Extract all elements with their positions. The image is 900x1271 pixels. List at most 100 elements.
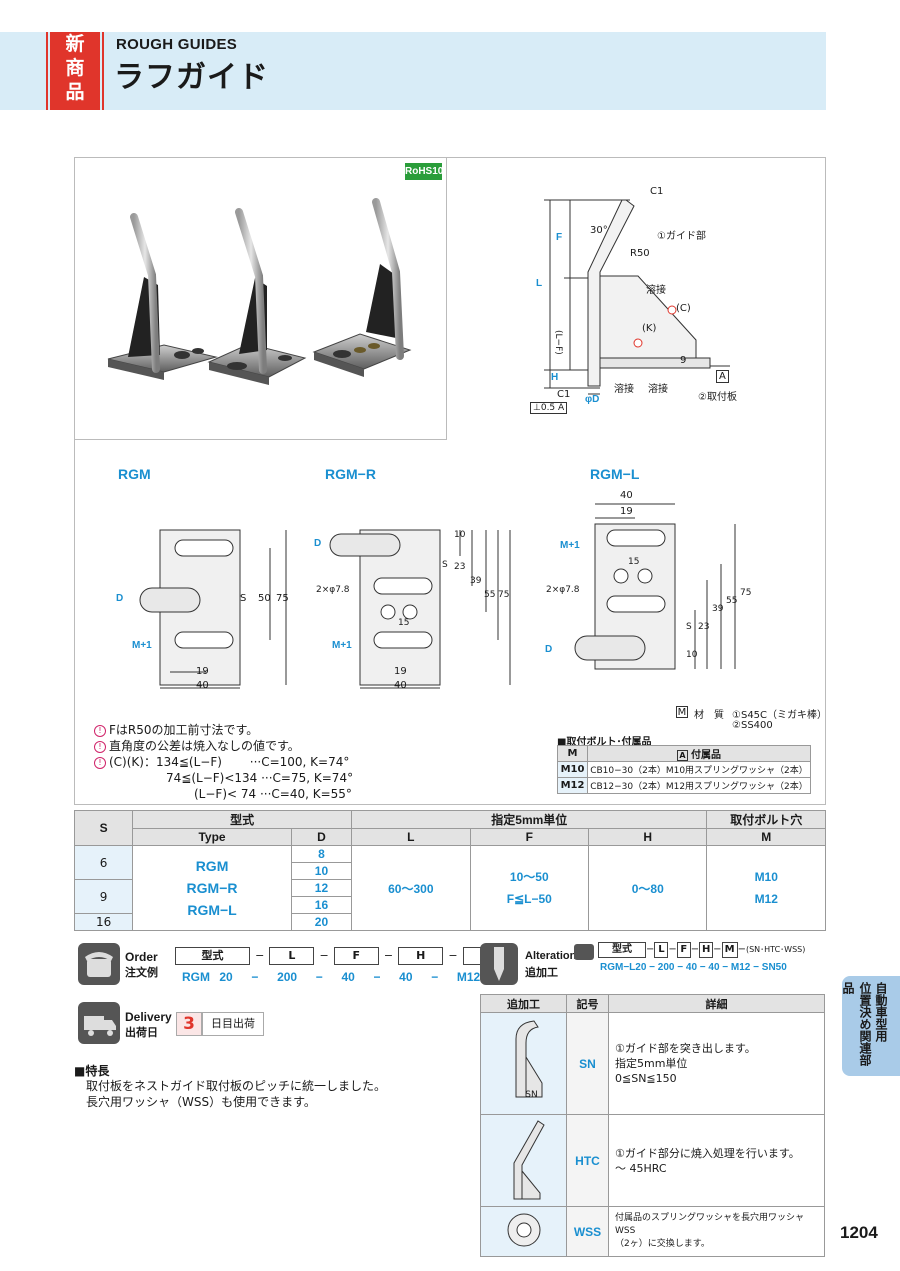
- alt-box-type: 型式: [598, 942, 646, 958]
- side-r50: R50: [630, 248, 650, 259]
- spec-d-8: 8: [290, 845, 353, 863]
- side-guide-label: ①ガイド部: [657, 231, 706, 242]
- plan-title-rgmr: RGM−R: [325, 466, 376, 482]
- spec-f-cond: F≦L−50: [506, 892, 552, 906]
- rgmr-m1: M+1: [332, 640, 352, 651]
- spec-d-16: 16: [290, 896, 353, 914]
- side-k-mark: (K): [642, 323, 657, 334]
- photo-area: [74, 157, 447, 440]
- side-perpendicularity: ⊥0.5 A: [530, 402, 568, 414]
- bolt-m12: M12: [557, 777, 588, 794]
- note-4: 74≦(L−F)<134 ···C=75, K=74°: [166, 771, 354, 785]
- note-3: !(C)(K)：134≦(L−F) ···C=100, K=74°: [94, 754, 353, 770]
- new-badge-frame: [46, 32, 104, 110]
- bolt-table-title: ■取付ボルト･付属品: [557, 737, 652, 748]
- features-title: ■特長: [74, 1064, 110, 1078]
- side-weld-2: 溶接: [614, 384, 634, 395]
- side-phi-d: φD: [585, 394, 600, 405]
- rgm-75: 75: [276, 593, 289, 604]
- note-1: !FはR50の加工前寸法です。: [94, 722, 353, 738]
- spec-h-d: D: [290, 828, 353, 846]
- rgml-s: S: [686, 622, 692, 632]
- rgmr-39: 39: [470, 576, 482, 586]
- side-dim-f: F: [556, 232, 563, 243]
- spec-d-12: 12: [290, 879, 353, 897]
- plan-view-rgml: [574, 503, 736, 670]
- alt-code-wss: WSS: [566, 1206, 609, 1257]
- bolt-m12-accessory: CB12−30（2本）M12用スプリングワッシャ（2本）: [587, 777, 811, 794]
- alt-box-l: L: [654, 942, 669, 958]
- category-side-tab[interactable]: 自動車型用 位置決め関連部品: [841, 976, 900, 1076]
- spec-types: RGM RGM−R RGM−L: [132, 845, 292, 931]
- note-icon: !: [94, 724, 106, 737]
- rgml-19: 19: [620, 506, 633, 517]
- alt-h-process: 追加工: [480, 994, 567, 1013]
- alt-example: RGM−L20 − 200 − 40 − 40 − M12 − SN50: [600, 962, 787, 973]
- delivery-label-en: Delivery: [125, 1010, 172, 1024]
- rgml-39: 39: [712, 604, 724, 614]
- rgmr-40: 40: [394, 680, 407, 691]
- notes: !FはR50の加工前寸法です。 !直角度の公差は焼入なしの値です。 !(C)(K…: [94, 722, 353, 802]
- spec-s-9: 9: [73, 879, 134, 914]
- page-number: 1204: [840, 1223, 878, 1242]
- badge-char: 商: [65, 57, 85, 79]
- rgmr-holes: 2×φ7.8: [316, 585, 350, 595]
- spec-h-h: H: [588, 828, 708, 846]
- side-plate-label: ②取付板: [698, 392, 737, 403]
- note-5: (L−F)< 74 ···C=40, K=55°: [194, 787, 352, 801]
- side-dim-h: H: [551, 372, 559, 383]
- alt-detail-sn: ①ガイド部を突き出します。 指定5mm単位 0≦SN≦150: [608, 1012, 825, 1115]
- rgml-m1: M+1: [560, 540, 580, 551]
- side-weld-3: 溶接: [648, 384, 668, 395]
- side-tab-line-1: 自動車型用: [874, 982, 888, 1042]
- badge-char: 新: [65, 33, 85, 55]
- spec-h-unit: 指定5mm単位: [351, 810, 708, 829]
- spec-s-16: 16: [73, 913, 134, 931]
- product-frame: [74, 157, 826, 805]
- alt-code-htc: HTC: [566, 1114, 609, 1207]
- rgm-m1: M+1: [132, 640, 152, 651]
- plan-title-rgm: RGM: [118, 466, 151, 482]
- side-c1-bottom: C1: [557, 389, 571, 400]
- rgmr-10: 10: [454, 530, 466, 540]
- alt-h-detail: 詳細: [608, 994, 825, 1013]
- rgmr-23: 23: [454, 562, 466, 572]
- alt-wss-figure: [480, 1206, 567, 1257]
- order-example: RGM 20 − 200 − 40 − 40 − M12: [182, 970, 481, 984]
- spec-d-20: 20: [290, 913, 353, 931]
- rgm-s: S: [240, 593, 247, 604]
- alt-format: 型式−L−F−H−M−(SN･HTC･WSS): [598, 942, 805, 958]
- alt-htc-figure: [480, 1114, 567, 1207]
- side-c1-top: C1: [650, 186, 664, 197]
- rgml-15: 15: [628, 557, 640, 567]
- new-product-badge: 新 商 品: [50, 32, 100, 110]
- bolt-header-m: M: [557, 745, 588, 762]
- spec-h-s: S: [73, 810, 134, 846]
- side-view-drawing: [544, 199, 730, 395]
- spec-h-type: Type: [132, 828, 292, 846]
- spec-d-10: 10: [290, 862, 353, 880]
- alt-box-m: M: [721, 942, 738, 958]
- badge-char: 品: [65, 81, 85, 103]
- order-label-jp: 注文例: [125, 966, 158, 979]
- rgmr-75: 75: [498, 590, 510, 600]
- alterations-table: 追加工 記号 詳細 SN SN ①ガイド部を突き出します。 指定5mm単位 0≦…: [480, 994, 825, 1257]
- rohs-badge: RoHS10: [405, 163, 443, 180]
- spec-h-f: F: [469, 828, 590, 846]
- alt-suffix: (SN･HTC･WSS): [745, 945, 806, 954]
- spec-h-range: 0〜80: [588, 845, 708, 931]
- spec-type-rgm: RGM: [195, 858, 229, 874]
- side-dim-l: L: [536, 278, 543, 289]
- rgmr-19: 19: [394, 666, 407, 677]
- phone-icon: [78, 943, 120, 985]
- order-box-h: H: [398, 947, 444, 965]
- spec-l-range: 60〜300: [351, 845, 471, 931]
- material-mark: M: [676, 706, 688, 718]
- side-datum-a: A: [716, 370, 729, 383]
- plan-title-rgml: RGM−L: [590, 466, 640, 482]
- header-band: [0, 32, 826, 110]
- material-2: ②SS400: [732, 720, 773, 731]
- rgml-d: D: [545, 644, 553, 655]
- side-angle: 30°: [590, 225, 608, 236]
